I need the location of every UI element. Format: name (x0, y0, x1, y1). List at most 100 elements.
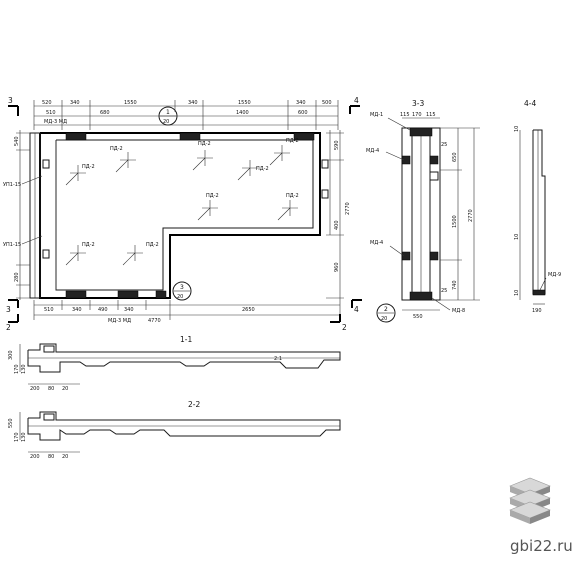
profile-1-1 (27, 343, 341, 373)
svg-text:4770: 4770 (148, 318, 161, 324)
section-4-4: 4-4 10 10 10 МД-9 190 (514, 99, 561, 314)
svg-text:2: 2 (6, 323, 11, 332)
profile-2-2 (27, 411, 341, 441)
section-marks: 3 2 4 4 2 3 (6, 96, 362, 332)
svg-text:130: 130 (21, 364, 27, 374)
left-dimensions: 540 280 УП1-15 УП1-15 (3, 130, 43, 300)
md-label: МД-1 (370, 112, 383, 118)
embedded-part (179, 132, 201, 141)
svg-text:130: 130 (21, 432, 27, 442)
section-3-3: 3-3 115 170 115 МД-1 МД-4 МД-4 МД-8 650 … (366, 99, 480, 323)
svg-text:1550: 1550 (238, 100, 251, 106)
profile-1-dims: 300 170 130 200 80 20 (8, 344, 80, 392)
pd-label: ПД-2 (198, 141, 211, 147)
svg-text:МД-3 МД: МД-3 МД (44, 119, 67, 125)
svg-text:МД-3 МД: МД-3 МД (108, 318, 131, 324)
callout-3: 3 20 (172, 281, 192, 301)
ypi-label: УП1-15 (3, 242, 21, 248)
pd-label: ПД-2 (286, 193, 299, 199)
svg-text:2: 2 (342, 323, 347, 332)
svg-text:740: 740 (452, 280, 458, 290)
plan-inner-rib (55, 139, 314, 291)
svg-text:10: 10 (514, 126, 520, 132)
svg-text:2:1: 2:1 (274, 356, 282, 362)
svg-text:25: 25 (441, 142, 447, 148)
pd-marks (65, 145, 298, 266)
bottom-dimensions: 510 340 490 340 2650 МД-3 МД 4770 (33, 300, 341, 324)
pd-label: ПД-2 (82, 164, 95, 170)
svg-text:490: 490 (98, 307, 108, 313)
section-title: 3-3 (412, 99, 424, 108)
pd-label: ПД-2 (146, 242, 159, 248)
svg-text:2770: 2770 (468, 209, 474, 222)
watermark-text: gbi22.ru (510, 537, 573, 555)
svg-text:170: 170 (412, 112, 422, 118)
svg-text:80: 80 (48, 386, 54, 392)
svg-text:3: 3 (6, 305, 11, 314)
svg-text:280: 280 (14, 272, 20, 282)
svg-text:4: 4 (354, 96, 359, 105)
svg-text:20: 20 (163, 119, 169, 125)
svg-text:550: 550 (413, 314, 423, 320)
plan-view: ПД-2 ПД-2 ПД-2 ПД-2 ПД-2 ПД-2 ПД-2 ПД-2 … (3, 96, 362, 332)
plan-outline (39, 132, 321, 299)
svg-text:2: 2 (384, 306, 388, 313)
md-label: МД-4 (366, 148, 379, 154)
svg-text:170: 170 (14, 364, 20, 374)
svg-text:600: 600 (298, 110, 308, 116)
svg-text:115: 115 (426, 112, 436, 118)
svg-text:400: 400 (334, 220, 340, 230)
svg-text:20: 20 (62, 386, 68, 392)
section-title: 4-4 (524, 99, 536, 108)
embedded-part (65, 290, 87, 299)
svg-text:650: 650 (452, 152, 458, 162)
svg-text:190: 190 (532, 308, 542, 314)
svg-text:3: 3 (8, 96, 13, 105)
svg-text:960: 960 (334, 262, 340, 272)
right-dimensions: 590 2770 400 960 (326, 130, 351, 300)
embedded-part (65, 132, 87, 141)
embedded-part (293, 132, 315, 141)
svg-text:340: 340 (296, 100, 306, 106)
svg-text:340: 340 (124, 307, 134, 313)
svg-text:540: 540 (14, 136, 20, 146)
svg-text:510: 510 (44, 307, 54, 313)
section-1-1: 1-1 2:1 300 170 130 200 80 20 (8, 335, 341, 392)
svg-text:550: 550 (8, 418, 14, 428)
pd-label: ПД-2 (256, 166, 269, 172)
section-title: 1-1 (180, 335, 192, 344)
svg-text:1550: 1550 (124, 100, 137, 106)
svg-text:500: 500 (322, 100, 332, 106)
callout-2: 2 20 (376, 303, 396, 323)
svg-text:2650: 2650 (242, 307, 255, 313)
embedded-part (155, 290, 167, 299)
svg-text:2770: 2770 (345, 202, 351, 215)
svg-text:340: 340 (72, 307, 82, 313)
section-title: 2-2 (188, 400, 200, 409)
top-dimensions: 520 340 1550 340 1550 340 500 510 680 14… (33, 100, 339, 130)
svg-text:340: 340 (188, 100, 198, 106)
svg-text:510: 510 (46, 110, 56, 116)
pd-label: ПД-2 (286, 138, 299, 144)
svg-text:115: 115 (400, 112, 410, 118)
section-4-4-outline (532, 129, 546, 295)
svg-text:20: 20 (62, 454, 68, 460)
md-label: МД-8 (452, 308, 465, 314)
svg-text:20: 20 (381, 316, 387, 322)
svg-text:80: 80 (48, 454, 54, 460)
svg-text:1400: 1400 (236, 110, 249, 116)
section-2-2: 2-2 550 170 130 200 80 20 (8, 400, 341, 460)
svg-text:170: 170 (14, 432, 20, 442)
embedded-part (117, 290, 139, 299)
svg-text:4: 4 (354, 305, 359, 314)
svg-text:20: 20 (177, 294, 183, 300)
logo (509, 477, 551, 524)
svg-text:10: 10 (514, 290, 520, 296)
md-label: МД-4 (370, 240, 383, 246)
svg-text:1500: 1500 (452, 215, 458, 228)
md-label: МД-9 (548, 272, 561, 278)
svg-text:590: 590 (334, 140, 340, 150)
svg-text:10: 10 (514, 234, 520, 240)
svg-text:200: 200 (30, 454, 40, 460)
svg-text:300: 300 (8, 350, 14, 360)
